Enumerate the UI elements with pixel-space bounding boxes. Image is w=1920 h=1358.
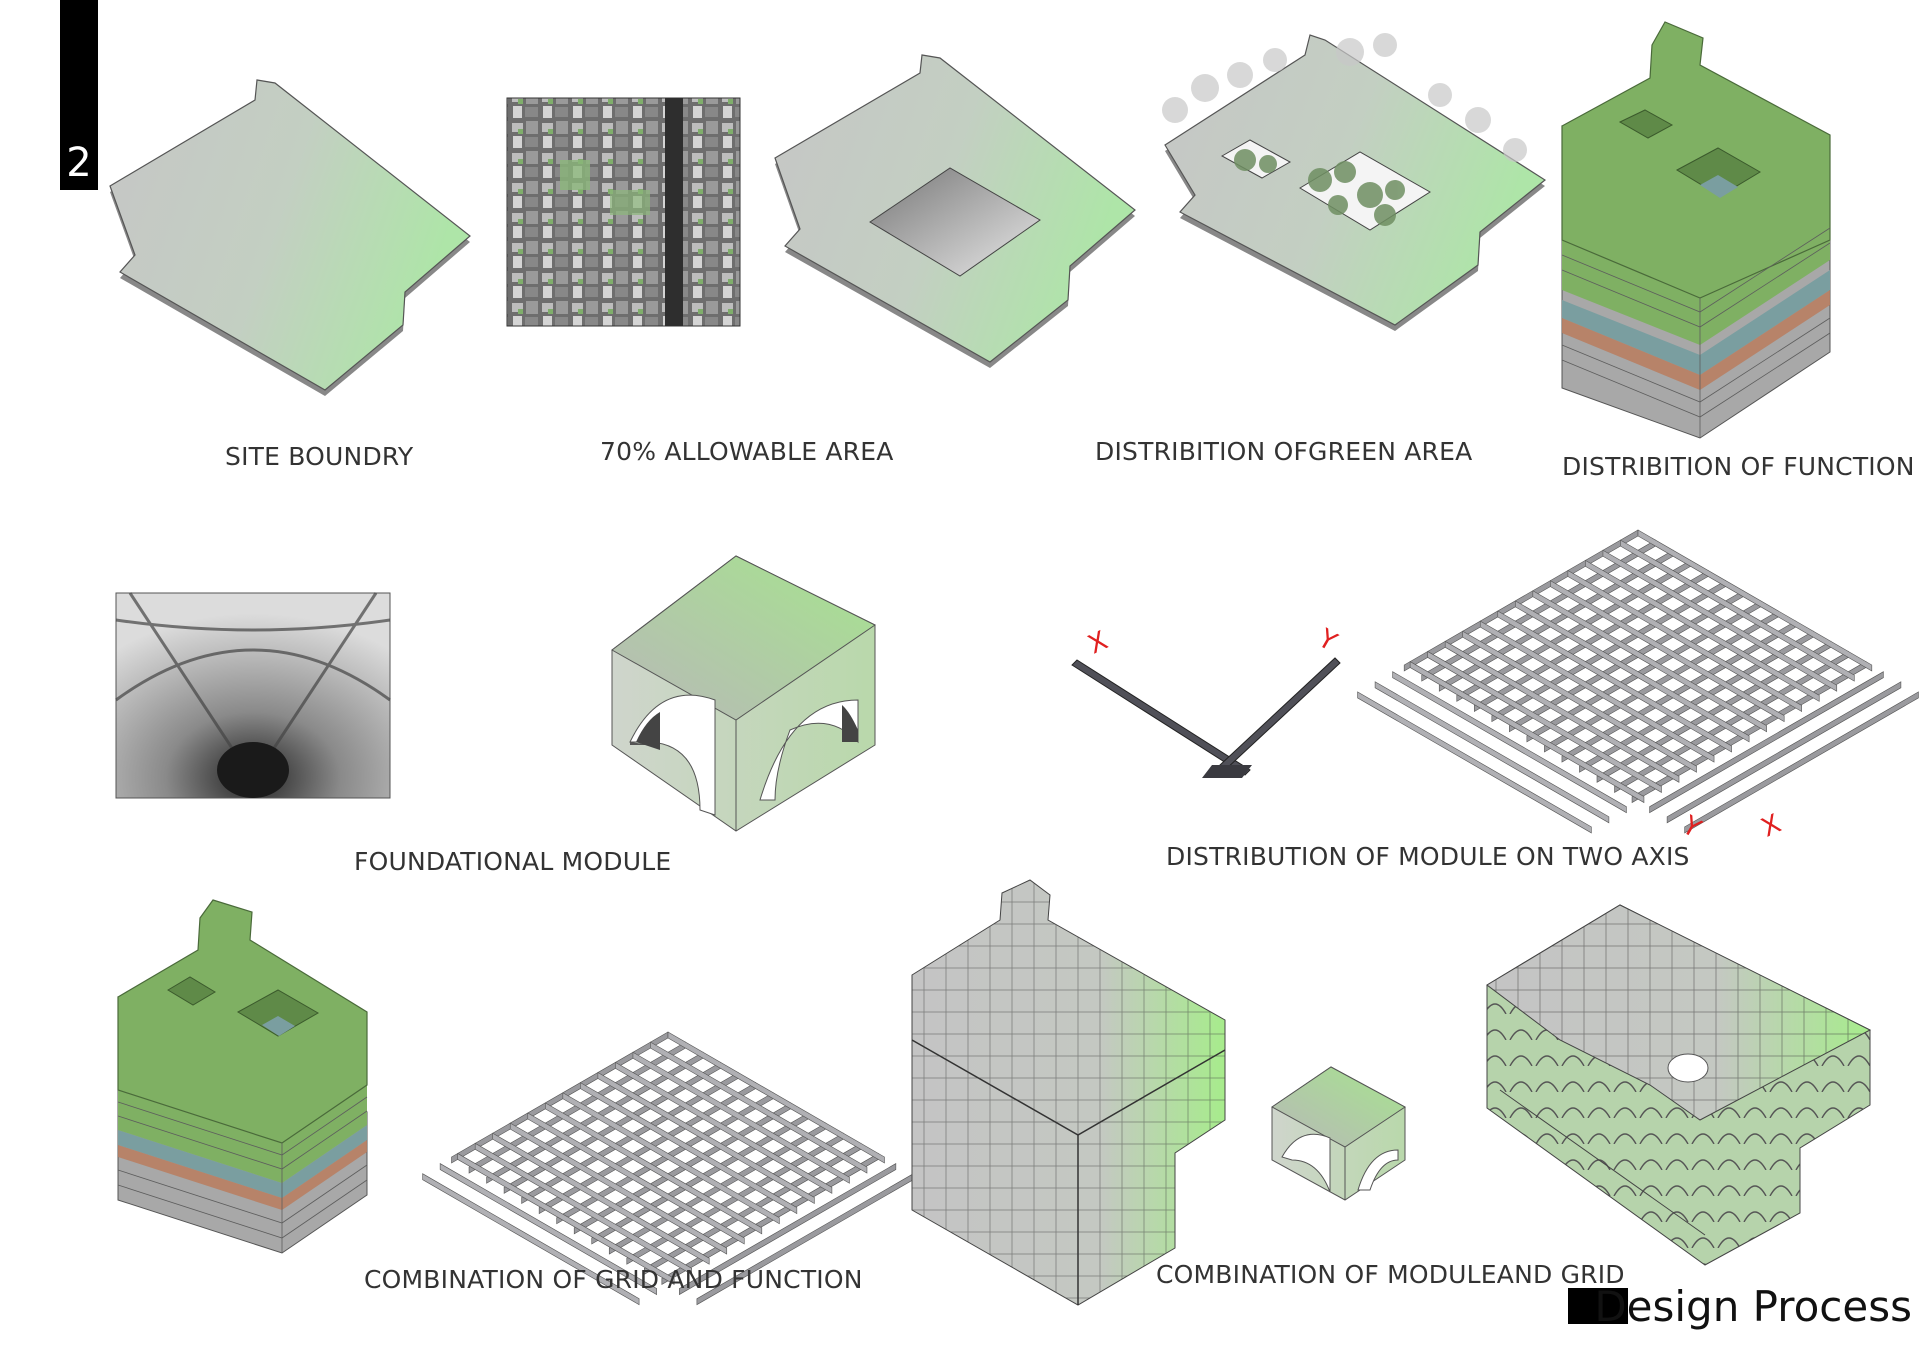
grid-beam [1550, 580, 1785, 723]
grid-beam [1602, 549, 1838, 692]
arched-module-block [1486, 904, 1872, 1266]
grid-beam [1444, 640, 1680, 783]
foundational-module [611, 555, 876, 832]
grid-beam [1620, 539, 1855, 682]
small-module [1271, 1066, 1406, 1201]
gridded-block [911, 879, 1226, 1306]
grid-beam [527, 1112, 745, 1245]
grid-beam [1427, 650, 1662, 793]
grid-beam [1409, 661, 1645, 804]
allowable-area-slab [774, 54, 1136, 368]
caption-site-boundary: SITE BOUNDRY [225, 442, 414, 471]
grid-beam [580, 1082, 798, 1215]
caption-function: DISTRIBITION OF FUNCTION [1562, 452, 1915, 481]
axis-x-label: X [1084, 626, 1113, 661]
aerial-site-photo [506, 97, 741, 327]
grid-beam [492, 1132, 710, 1265]
grid-beam [650, 1041, 868, 1174]
grid-beam [545, 1102, 763, 1235]
grid-beam [1462, 630, 1697, 773]
grid-beam [1515, 600, 1750, 743]
grid-beam [457, 1152, 675, 1285]
grid-beam [1637, 529, 1873, 672]
grid-beam [1567, 569, 1803, 712]
grid-beam [1479, 620, 1715, 763]
footer-black-bar [1568, 1288, 1628, 1324]
grid-beam [667, 1031, 885, 1164]
grid-beam [1585, 559, 1820, 702]
grid-beam [474, 1142, 692, 1275]
grid-beam [562, 1092, 780, 1225]
grid-beam [632, 1051, 850, 1184]
page-number: 2 [66, 140, 92, 186]
background-tree-icons [1162, 33, 1527, 162]
page-number-tab: 2 [60, 0, 98, 190]
vault-ceiling-photo [115, 592, 391, 799]
caption-module-grid: COMBINATION OF MODULEAND GRID [1156, 1260, 1625, 1289]
grid-beam [597, 1071, 815, 1204]
grid-beam [1357, 691, 1592, 834]
axis-y-label: Y [1312, 623, 1342, 657]
axis-diagram: X Y [1071, 623, 1342, 778]
caption-foundational-module: FOUNDATIONAL MODULE [354, 847, 672, 876]
grid-beam [1649, 671, 1884, 814]
grid-beam [1532, 590, 1767, 733]
grid-beam [509, 1122, 728, 1255]
site-boundary-slab [109, 79, 471, 396]
grid-beam [679, 1163, 897, 1296]
grid-beam [1684, 691, 1919, 834]
grid-beams [1357, 529, 1919, 834]
grid-beam [439, 1163, 657, 1296]
caption-green-area: DISTRIBITION OFGREEN AREA [1095, 437, 1473, 466]
grid-axis-x-label: X [1757, 809, 1786, 844]
tree-icons [1234, 149, 1405, 226]
caption-grid-function: COMBINATION OF GRID AND FUNCTION [364, 1265, 863, 1294]
grid-beam [1497, 610, 1732, 753]
grid-beam [615, 1061, 833, 1194]
function-block [1561, 21, 1831, 439]
green-area-slab [1164, 34, 1547, 331]
caption-allowable-area: 70% ALLOWABLE AREA [600, 437, 894, 466]
grid-beam [1374, 681, 1610, 824]
grid-beam [1392, 671, 1627, 814]
caption-two-axis: DISTRIBUTION OF MODULE ON TWO AXIS [1166, 842, 1690, 871]
grid-beams-copy [422, 1031, 914, 1306]
footer-title: Design Process [1594, 1282, 1912, 1331]
footer-title-bar: Design Process [1568, 1282, 1920, 1331]
function-block-copy [117, 899, 368, 1254]
grid-beam [1666, 681, 1902, 824]
grid-beam [422, 1173, 640, 1306]
